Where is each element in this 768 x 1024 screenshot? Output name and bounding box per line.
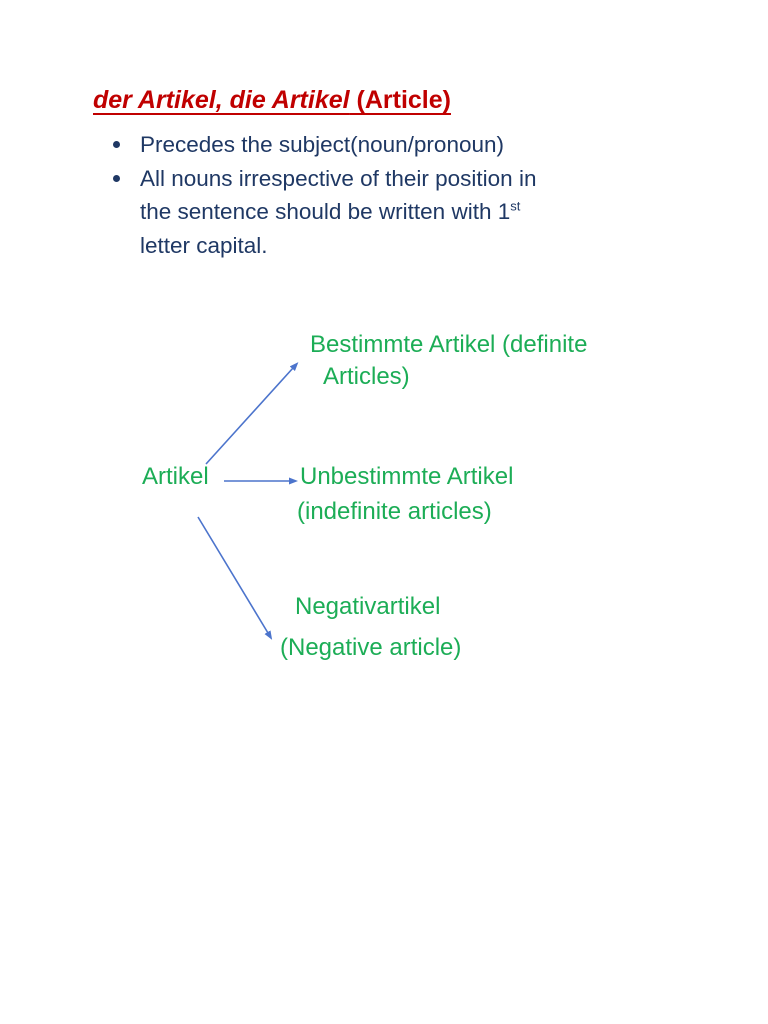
branch-unbestimmte-line2: (indefinite articles) (297, 498, 492, 525)
bullet-text: Precedes the subject(noun/pronoun) (140, 128, 673, 162)
page-title-underline: der Artikel, die Artikel (Article) (93, 86, 451, 114)
bullet-text: All nouns irrespective of their position… (140, 162, 673, 263)
bullet-line: the sentence should be written with 1 (140, 199, 511, 224)
diagram-root-label: Artikel (142, 463, 209, 490)
page-title: der Artikel, die Artikel (Article) (93, 85, 451, 115)
bullet-icon (113, 141, 120, 148)
bullet-line: letter capital. (140, 232, 268, 258)
page-title-italic-part: der Artikel, die Artikel (93, 86, 350, 114)
bullet-line: All nouns irrespective of their position… (140, 165, 537, 191)
bullet-line: Precedes the subject(noun/pronoun) (140, 132, 504, 157)
arrow-to-bestimmte-icon (205, 362, 299, 465)
superscript-ordinal: st (510, 198, 521, 214)
bullet-icon (113, 174, 120, 182)
branch-negativ-line1: Negativartikel (295, 593, 441, 620)
bullet-list: Precedes the subject(noun/pronoun) All n… (113, 128, 673, 262)
branch-unbestimmte-line1: Unbestimmte Artikel (300, 463, 514, 490)
arrow-to-negativ-icon (197, 516, 273, 640)
list-item: Precedes the subject(noun/pronoun) (113, 128, 673, 162)
page-title-regular-part: (Article) (349, 86, 451, 114)
branch-bestimmte-line2: Articles) (323, 363, 410, 390)
branch-negativ-line2: (Negative article) (280, 634, 462, 661)
list-item: All nouns irrespective of their position… (113, 162, 673, 263)
branch-bestimmte-line1: Bestimmte Artikel (definite (310, 331, 588, 358)
